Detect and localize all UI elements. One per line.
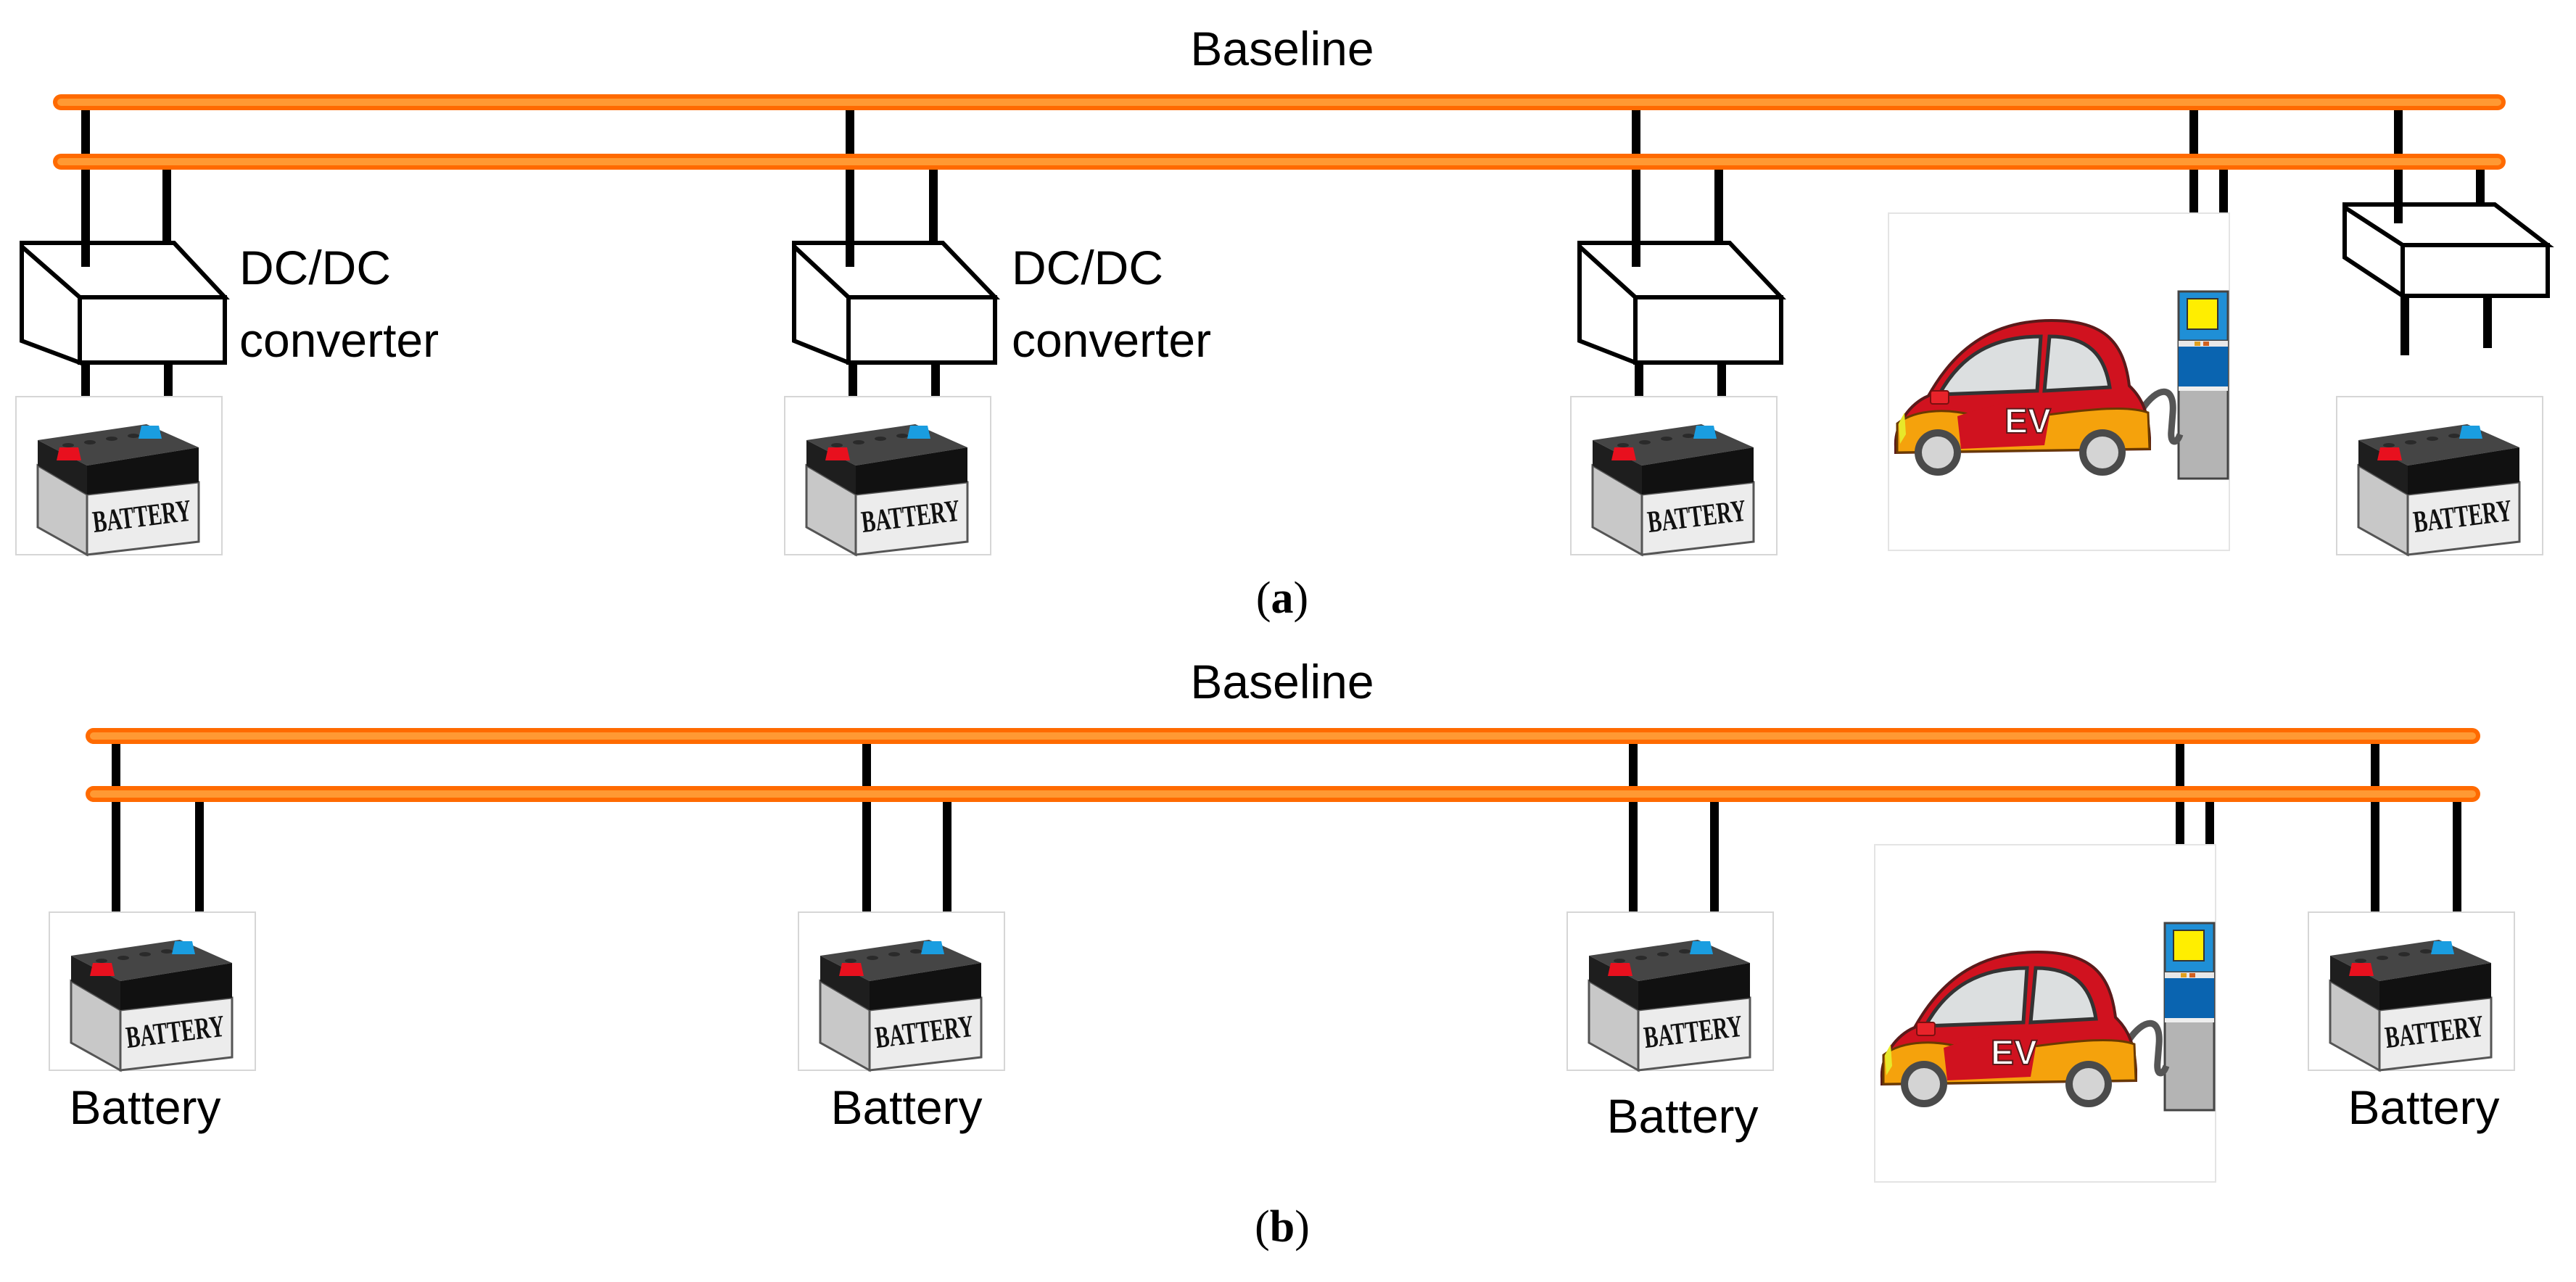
converter-label-line2: converter	[239, 313, 439, 367]
panel-a-bus-negative	[53, 154, 2506, 170]
converter-label-line1: DC/DC	[1012, 241, 1163, 294]
dc-dc-converter	[2342, 202, 2554, 300]
panel-a-caption: (a)	[1256, 574, 1308, 623]
charging-cable	[2139, 388, 2184, 445]
battery-icon	[2335, 395, 2544, 556]
ev-text: EV	[1991, 1034, 2037, 1072]
battery-icon	[783, 395, 992, 556]
battery-label: Battery	[2348, 1080, 2499, 1134]
charging-cable	[2126, 1020, 2170, 1077]
panel-a-bus-label: Baseline	[1190, 22, 1374, 75]
battery-icon	[797, 911, 1006, 1072]
panel-a-bus-positive	[53, 94, 2506, 110]
converter-label-line1: DC/DC	[239, 241, 391, 294]
panel-b-bus-negative	[86, 786, 2480, 802]
panel-b-caption: (b)	[1255, 1202, 1310, 1252]
dc-dc-converter	[1577, 241, 1786, 366]
battery-icon	[48, 911, 257, 1072]
charger-icon	[2163, 922, 2216, 1112]
ev-charging-station: EV	[1888, 212, 2230, 551]
charger-icon	[2177, 290, 2229, 480]
dc-dc-converter	[792, 241, 1001, 366]
panel-b-bus-positive	[86, 728, 2480, 744]
battery-label: Battery	[1606, 1089, 1758, 1143]
panel-a: Baseline	[15, 22, 2554, 623]
panel-b: Baseline Battery Battery Battery	[48, 655, 2516, 1252]
converter-label-line2: converter	[1012, 313, 1211, 367]
battery-label: Battery	[830, 1080, 982, 1134]
battery-icon	[15, 395, 223, 556]
car-icon	[1880, 950, 2137, 1086]
dc-dc-converter	[20, 241, 230, 366]
battery-icon	[1569, 395, 1778, 556]
battery-icon	[1566, 911, 1775, 1072]
ev-charging-station: EV	[1874, 844, 2216, 1183]
panel-b-bus-label: Baseline	[1190, 655, 1374, 708]
ev-text: EV	[2005, 402, 2051, 441]
battery-label: Battery	[69, 1080, 220, 1134]
battery-icon	[2307, 911, 2516, 1072]
